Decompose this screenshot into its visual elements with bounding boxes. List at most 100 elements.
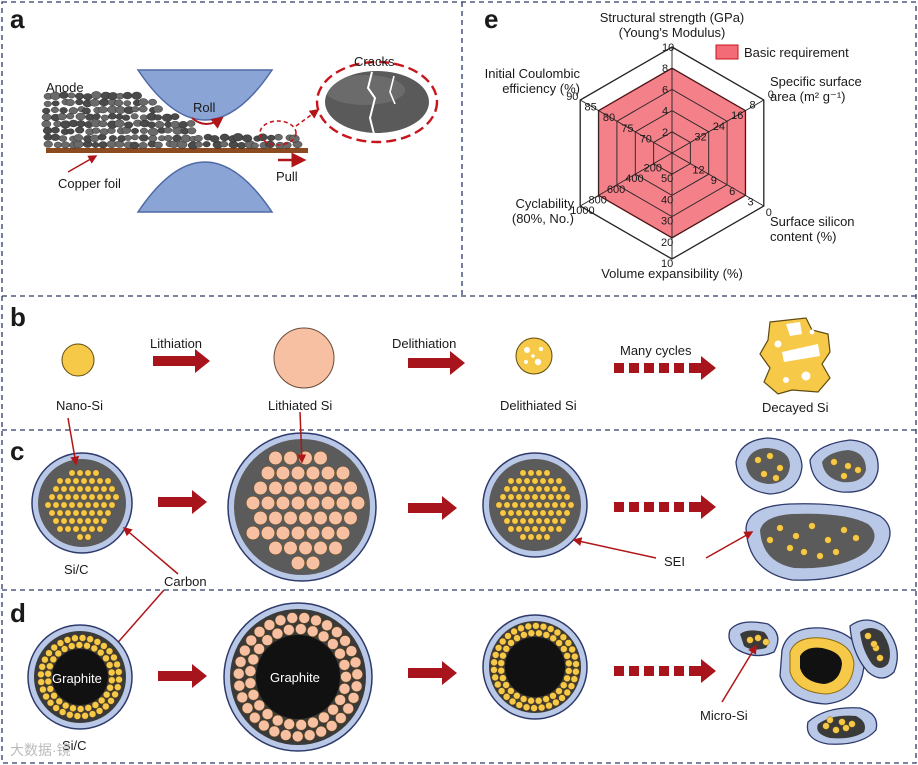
si-dot [563, 493, 571, 501]
si-dot [549, 692, 557, 700]
si-dot [92, 517, 100, 525]
si-dot [68, 501, 76, 509]
si-dot [290, 555, 306, 571]
si-dot [786, 544, 794, 552]
si-dot [864, 632, 872, 640]
si-dot [327, 638, 339, 650]
si-dot [838, 718, 846, 726]
si-dot [539, 509, 547, 517]
anode-particle [139, 114, 148, 121]
si-dot [310, 614, 322, 627]
radar-tick-label: 75 [621, 123, 633, 135]
si-dot [754, 634, 762, 642]
si-dot [527, 697, 535, 705]
si-dot [247, 689, 260, 701]
si-dot [268, 510, 283, 526]
si-dot [76, 469, 84, 477]
si-dot [559, 633, 568, 641]
si-dot [313, 450, 328, 466]
si-dot [298, 540, 313, 556]
anode-particle [131, 106, 140, 113]
si-shell-dots-3 [490, 622, 580, 712]
si-dot [59, 708, 67, 716]
si-dot [263, 619, 276, 631]
anode-particle [98, 98, 109, 107]
si-dot [492, 651, 500, 659]
si-dot [81, 712, 89, 720]
si-dot [313, 510, 328, 526]
radar-spoke [579, 99, 673, 154]
si-dot [268, 450, 283, 466]
anode-particle [42, 126, 53, 135]
si-dot [539, 525, 547, 533]
si-dot [523, 509, 531, 517]
si-dot [490, 666, 498, 674]
anode-particle [194, 141, 203, 148]
radar-tick-label: 20 [661, 237, 673, 249]
si-dot [88, 710, 97, 718]
radar-spoke [579, 152, 673, 207]
crack-line [366, 71, 377, 133]
si-dot [342, 702, 354, 715]
si-dot [290, 465, 306, 481]
si-dot [42, 692, 50, 701]
si-dot [46, 685, 54, 693]
d-many-cycles-arrow [614, 659, 716, 683]
si-dot [754, 456, 762, 464]
si-dot [108, 676, 116, 684]
anode-particle [138, 105, 148, 113]
anode-particle [148, 135, 158, 142]
roll-arrow [191, 116, 224, 129]
radar-axis-label: content (%) [770, 229, 836, 244]
si-dot [38, 663, 46, 671]
nano-si-pointer [67, 417, 80, 466]
si-dot [52, 485, 60, 493]
si-dot [520, 695, 528, 703]
many-cycles-arrow [614, 356, 716, 380]
si-dot [840, 472, 848, 480]
si-dot [106, 661, 114, 669]
si-dot [283, 624, 295, 636]
si-dot [350, 495, 366, 511]
anode-particle [186, 120, 196, 127]
micro-si-label: Micro-Si [700, 708, 748, 723]
anode-particle [154, 114, 163, 121]
si-dot [236, 691, 248, 704]
radar-axis-label: Initial Coulombic [485, 66, 581, 81]
si-dot [766, 452, 774, 460]
si-dot [808, 522, 816, 530]
si-dot [68, 485, 76, 493]
si-dot [286, 612, 298, 624]
legend-label: Basic requirement [744, 45, 849, 60]
si-dot [543, 533, 551, 541]
si-dot [261, 634, 273, 646]
si-dot [535, 517, 543, 525]
si-dot [80, 477, 88, 485]
radar-tick-label: 800 [589, 194, 607, 206]
radar-tick-label: 40 [661, 194, 673, 206]
si-dot [50, 643, 58, 652]
anode-particle [219, 133, 230, 142]
si-dot [233, 668, 245, 680]
si-dot [522, 703, 531, 711]
si-dot [283, 718, 295, 730]
lithiation-label: Lithiation [150, 336, 202, 351]
radar-axis-label: Specific surface [770, 74, 862, 89]
anode-particle [154, 121, 165, 129]
si-dot [567, 682, 576, 690]
si-dot [298, 612, 310, 624]
si-dot [84, 501, 92, 509]
zoom-arrow [295, 109, 320, 127]
si-dot [335, 465, 351, 481]
radar-tick-label: 30 [661, 216, 673, 228]
panel-label-e: e [484, 4, 498, 34]
radar-tick-label: 10 [662, 42, 674, 54]
radar-chart: 2468103224168012963050403020102004006008… [485, 10, 862, 281]
si-dot [75, 641, 84, 649]
panel-c: Si/C [31, 411, 891, 589]
si-dot [543, 501, 551, 509]
delithiated-si-particle [515, 337, 553, 375]
delithiation-arrow [408, 351, 465, 375]
si-dot [531, 509, 539, 517]
